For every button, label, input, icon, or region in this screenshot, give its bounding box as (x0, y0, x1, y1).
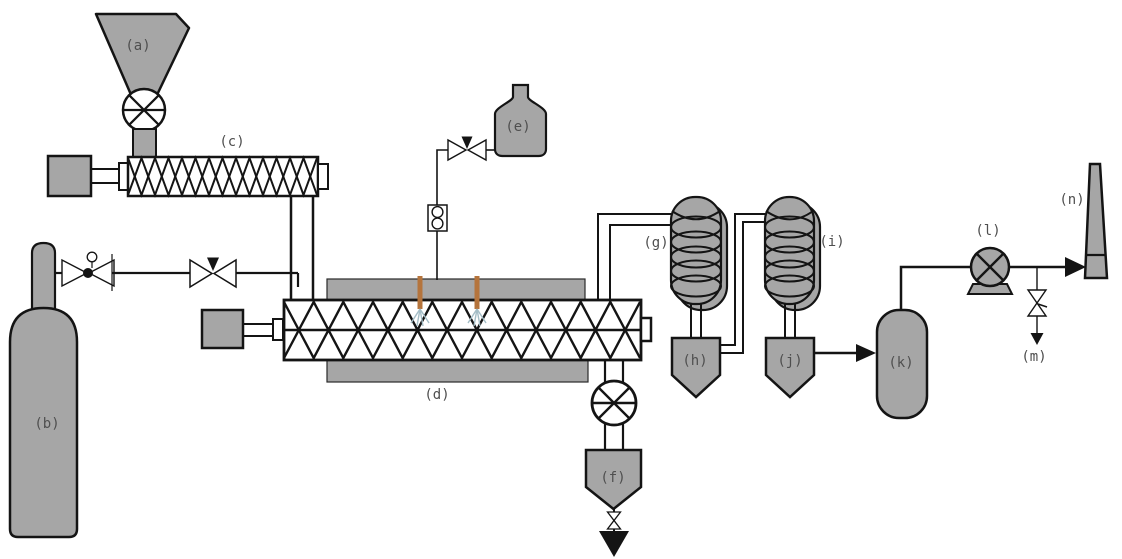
condenser-1-drain-pipe (690, 304, 702, 339)
vapor-pipe-1 (597, 213, 672, 301)
gas-needle-valve (189, 257, 237, 289)
label-c: (c) (219, 134, 245, 150)
screw-reactor (200, 298, 653, 362)
gas-outlet-line (814, 344, 876, 362)
metering-pump-symbol (427, 204, 448, 232)
condenser-1 (669, 195, 729, 312)
condenser-2-drain-pipe (784, 304, 796, 339)
liquid-feed-valve (447, 136, 487, 162)
injection-nozzles (410, 276, 487, 327)
sampling-branch (1026, 267, 1048, 345)
liquid-feed-bottle (493, 83, 548, 158)
discharge-arrow (599, 531, 629, 557)
sample-arrow (1030, 333, 1044, 345)
feeder-motor (46, 154, 93, 198)
label-k: (k) (888, 355, 914, 371)
label-g: (g) (643, 235, 669, 251)
char-collection-vessel (584, 448, 643, 511)
condenser-2 (763, 195, 822, 312)
condensate-flask-1 (670, 336, 722, 399)
label-l: (l) (975, 223, 1001, 239)
feeder-drop-duct (289, 196, 315, 301)
reactor-top-heater (326, 278, 586, 302)
gas-feed-line (55, 251, 300, 291)
char-discharge (599, 509, 629, 557)
reactor-rotary-valve (590, 360, 638, 451)
label-a: (a) (125, 38, 151, 54)
label-h: (h) (682, 353, 708, 369)
reactor-motor (200, 308, 245, 350)
pressure-regulator-valve (61, 251, 115, 291)
label-f: (f) (600, 470, 626, 486)
screw-feeder (46, 154, 329, 198)
sampling-valve (1026, 289, 1048, 317)
label-i: (i) (819, 234, 845, 250)
char-discharge-valve (606, 511, 622, 530)
label-m: (m) (1021, 349, 1047, 365)
condensate-flask-2 (764, 336, 816, 399)
liquid-feed-line (427, 83, 548, 280)
stack-line (1009, 257, 1086, 277)
feed-hopper (94, 12, 191, 99)
label-e: (e) (505, 119, 531, 135)
vapor-pipe-2 (720, 213, 766, 354)
label-b: (b) (34, 416, 60, 432)
label-n: (n) (1059, 192, 1085, 208)
label-j: (j) (777, 353, 803, 369)
flow-arrow (856, 344, 876, 362)
gas-pump (966, 246, 1014, 295)
vessel-outlet-line (899, 265, 971, 310)
inert-gas-cylinder (8, 241, 79, 539)
reactor-bottom-heater (326, 359, 589, 383)
flow-arrow (1065, 257, 1086, 277)
label-d: (d) (424, 387, 450, 403)
stack (1083, 162, 1109, 280)
hopper-rotary-valve (121, 87, 167, 158)
